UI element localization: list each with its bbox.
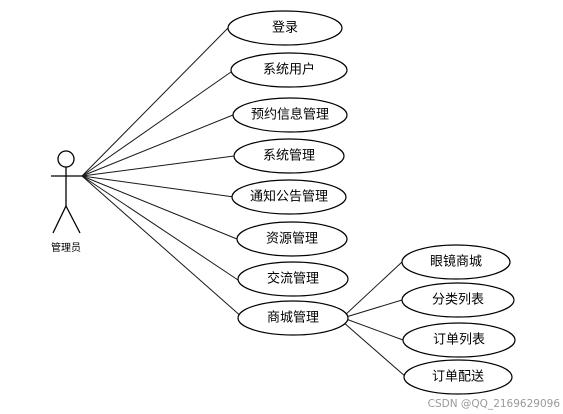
connector-actor-booking-info xyxy=(81,114,234,177)
connector-mall-glasses-shop xyxy=(343,261,403,317)
use-case-booking-info: 预约信息管理 xyxy=(232,97,348,133)
connector-actor-mall-management xyxy=(81,175,244,319)
connector-mall-order-delivery xyxy=(342,321,407,378)
use-case-login: 登录 xyxy=(227,10,343,46)
use-case-system-management: 系统管理 xyxy=(233,138,345,174)
use-case-exchange-management: 交流管理 xyxy=(237,261,349,297)
use-case-order-list-label: 订单列表 xyxy=(433,333,485,348)
use-case-system-user-label: 系统用户 xyxy=(263,62,315,78)
watermark: CSDN @QQ_2169629096 xyxy=(428,398,561,410)
use-case-mall-management: 商城管理 xyxy=(237,300,349,336)
use-case-resource-management: 资源管理 xyxy=(236,221,348,257)
use-case-category-list: 分类列表 xyxy=(401,282,515,318)
use-case-system-user: 系统用户 xyxy=(230,52,348,88)
use-case-system-management-label: 系统管理 xyxy=(263,149,315,164)
use-case-mall-management-label: 商城管理 xyxy=(267,311,319,326)
use-case-exchange-management-label: 交流管理 xyxy=(267,271,319,287)
use-case-order-delivery: 订单配送 xyxy=(403,359,513,395)
connector-actor-login xyxy=(81,27,229,177)
connector-actor-system-management xyxy=(81,155,235,177)
use-case-glasses-shop: 眼镜商城 xyxy=(401,244,511,280)
use-case-order-list: 订单列表 xyxy=(402,322,516,358)
connector-actor-system-user xyxy=(81,71,232,177)
connector-actor-notice-management xyxy=(81,175,235,198)
use-case-login-label: 登录 xyxy=(272,21,298,36)
actor-left-leg xyxy=(52,205,67,234)
use-case-booking-info-label: 预约信息管理 xyxy=(251,107,329,123)
use-case-resource-management-label: 资源管理 xyxy=(266,232,318,247)
actor-label: 管理员 xyxy=(51,241,81,254)
use-case-notice-management-label: 通知公告管理 xyxy=(250,189,328,205)
connector-mall-category-list xyxy=(345,299,403,318)
use-case-notice-management: 通知公告管理 xyxy=(231,179,347,215)
use-case-order-delivery-label: 订单配送 xyxy=(432,370,484,385)
actor-administrator: 管理员 xyxy=(51,150,82,254)
use-case-glasses-shop-label: 眼镜商城 xyxy=(430,255,482,270)
actor-right-leg xyxy=(65,205,81,234)
connector-lines xyxy=(81,27,407,378)
use-case-category-list-label: 分类列表 xyxy=(432,293,484,308)
connector-actor-exchange-management xyxy=(81,175,239,281)
connector-mall-order-list xyxy=(345,318,404,341)
actor-head xyxy=(57,150,75,168)
connector-actor-resource-management xyxy=(81,175,238,240)
